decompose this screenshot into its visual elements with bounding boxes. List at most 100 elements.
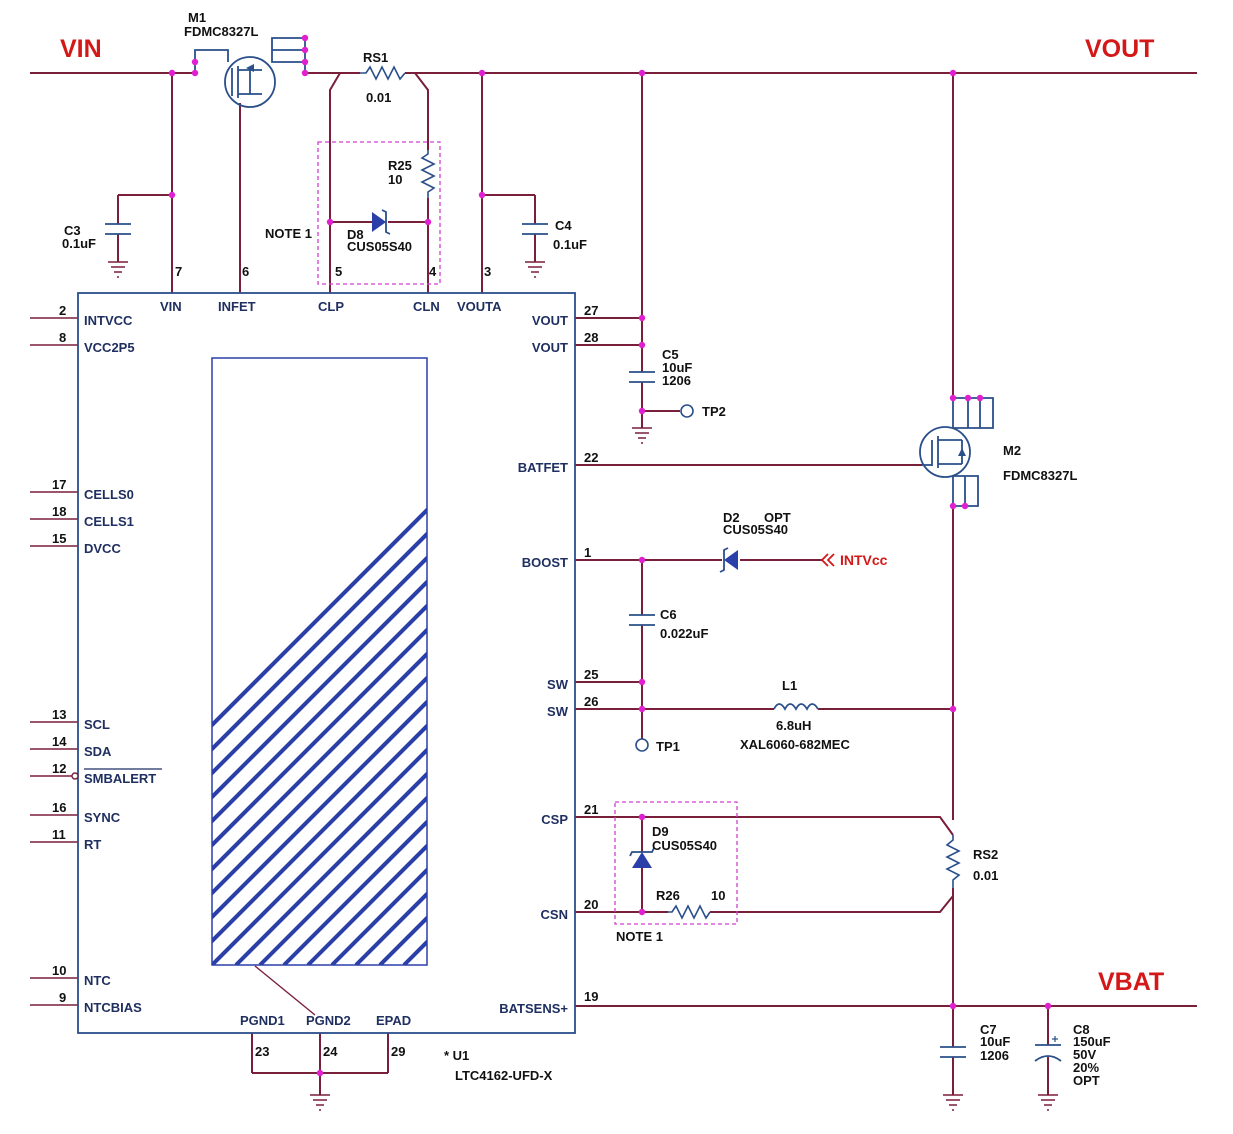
hatch-line: [212, 627, 427, 848]
pin-name: SDA: [84, 744, 112, 759]
ic-ref: * U1: [444, 1048, 469, 1063]
net-label-vbat: VBAT: [1098, 968, 1164, 996]
hatch-line: [212, 723, 427, 944]
rs2-ref: RS2: [973, 847, 998, 862]
pin-number: 20: [584, 897, 598, 912]
ground-icon: [525, 261, 545, 278]
pin-number: 9: [59, 990, 66, 1005]
pin-number: 28: [584, 330, 598, 345]
capacitor-c6: [629, 614, 655, 626]
wires: [30, 72, 1197, 1095]
rs2-value: 0.01: [973, 868, 998, 883]
c8-opt: OPT: [1073, 1073, 1100, 1088]
hatch-line: [258, 795, 427, 965]
hatch-line: [212, 579, 427, 800]
rs1-ref: RS1: [363, 50, 388, 65]
hatch-line: [234, 771, 427, 965]
l1-part: XAL6060-682MEC: [740, 737, 850, 752]
hatch-line: [668, 345, 1233, 965]
hatch-line: [212, 651, 427, 872]
pin-number: 24: [323, 1044, 338, 1059]
pin-number: 4: [429, 264, 437, 279]
pin-number: 6: [242, 264, 249, 279]
pin-number: 26: [584, 694, 598, 709]
pin-number: 17: [52, 477, 66, 492]
pin-number: 27: [584, 303, 598, 318]
pin-name: RT: [84, 837, 101, 852]
pin-name: CELLS1: [84, 514, 134, 529]
pin-name: VOUTA: [457, 299, 502, 314]
note-label: NOTE 1: [616, 929, 663, 944]
pin-name: EPAD: [376, 1013, 411, 1028]
pin-number: 7: [175, 264, 182, 279]
capacitor-c3: [105, 223, 131, 235]
pin-number: 25: [584, 667, 598, 682]
hatch-line: [402, 939, 427, 965]
pin-number: 16: [52, 800, 66, 815]
r25-value: 10: [388, 172, 402, 187]
hatch-line: [212, 747, 427, 965]
hatch-line: [788, 345, 1233, 965]
exposed-pad-hatch: [211, 345, 1233, 966]
hatch-line: [212, 507, 427, 728]
tp1-ref: TP1: [656, 739, 680, 754]
pin-number: 3: [484, 264, 491, 279]
pin-name: SW: [547, 677, 569, 692]
ground-icon: [632, 427, 652, 444]
c8-tolerance: 20%: [1073, 1060, 1099, 1075]
c6-value: 0.022uF: [660, 626, 708, 641]
d8-value: CUS05S40: [347, 239, 412, 254]
hatch-line: [692, 345, 1233, 965]
note1-box-bottom: [614, 801, 738, 925]
pin-name: PGND2: [306, 1013, 351, 1028]
c7-value: 10uF: [980, 1034, 1010, 1049]
rs1-value: 0.01: [366, 90, 391, 105]
resistor-r25: [420, 150, 436, 198]
pin-name: VIN: [160, 299, 182, 314]
net-label-vout: VOUT: [1085, 35, 1154, 63]
ic-left-pins: INTVCC 2 VCC2P5 8 CELLS0 17 CELLS1 18 DV…: [52, 303, 162, 1015]
pin-name: BATFET: [518, 460, 568, 475]
note1-box-top: [317, 141, 441, 285]
pin-number: 13: [52, 707, 66, 722]
net-label-vin: VIN: [60, 35, 102, 63]
pin-name: VCC2P5: [84, 340, 135, 355]
pin-name: DVCC: [84, 541, 121, 556]
d8-ref: D8: [347, 227, 364, 242]
pin-name: BOOST: [522, 555, 568, 570]
pin-name: NTC: [84, 973, 111, 988]
hatch-line: [282, 819, 427, 965]
ground-symbols: [108, 261, 1058, 1111]
c7-size: 1206: [980, 1048, 1009, 1063]
c3-ref: C3: [64, 223, 81, 238]
hatch-line: [212, 699, 427, 920]
pin-number: 21: [584, 802, 598, 817]
d9-value: CUS05S40: [652, 838, 717, 853]
pin-name: BATSENS+: [499, 1001, 568, 1016]
pin-number: 2: [59, 303, 66, 318]
ground-icon: [943, 1094, 963, 1111]
active-low-bubble: [71, 772, 79, 780]
d2-opt: OPT: [764, 510, 791, 525]
hatch-line: [596, 345, 1216, 965]
pin-name: NTCBIAS: [84, 1000, 142, 1015]
intvcc-arrow: [820, 553, 835, 567]
pin-name: CLN: [413, 299, 440, 314]
pin-name: SCL: [84, 717, 110, 732]
ic-bottom-pins: PGND1 23 PGND2 24 EPAD 29: [240, 1013, 411, 1059]
ic-body: [77, 292, 576, 1034]
hatch-line: [306, 843, 427, 965]
d2-ref: D2: [723, 510, 740, 525]
pin-number: 23: [255, 1044, 269, 1059]
inductor-l1: [773, 703, 819, 711]
hatch-line: [354, 891, 427, 965]
pin-name: VOUT: [532, 340, 568, 355]
pin-number: 1: [584, 545, 591, 560]
hatch-line: [212, 531, 427, 752]
hatch-line: [524, 345, 1144, 965]
pin-name: SYNC: [84, 810, 121, 825]
l1-ref: L1: [782, 678, 797, 693]
hatch-line: [426, 963, 427, 964]
pin-name: VOUT: [532, 313, 568, 328]
